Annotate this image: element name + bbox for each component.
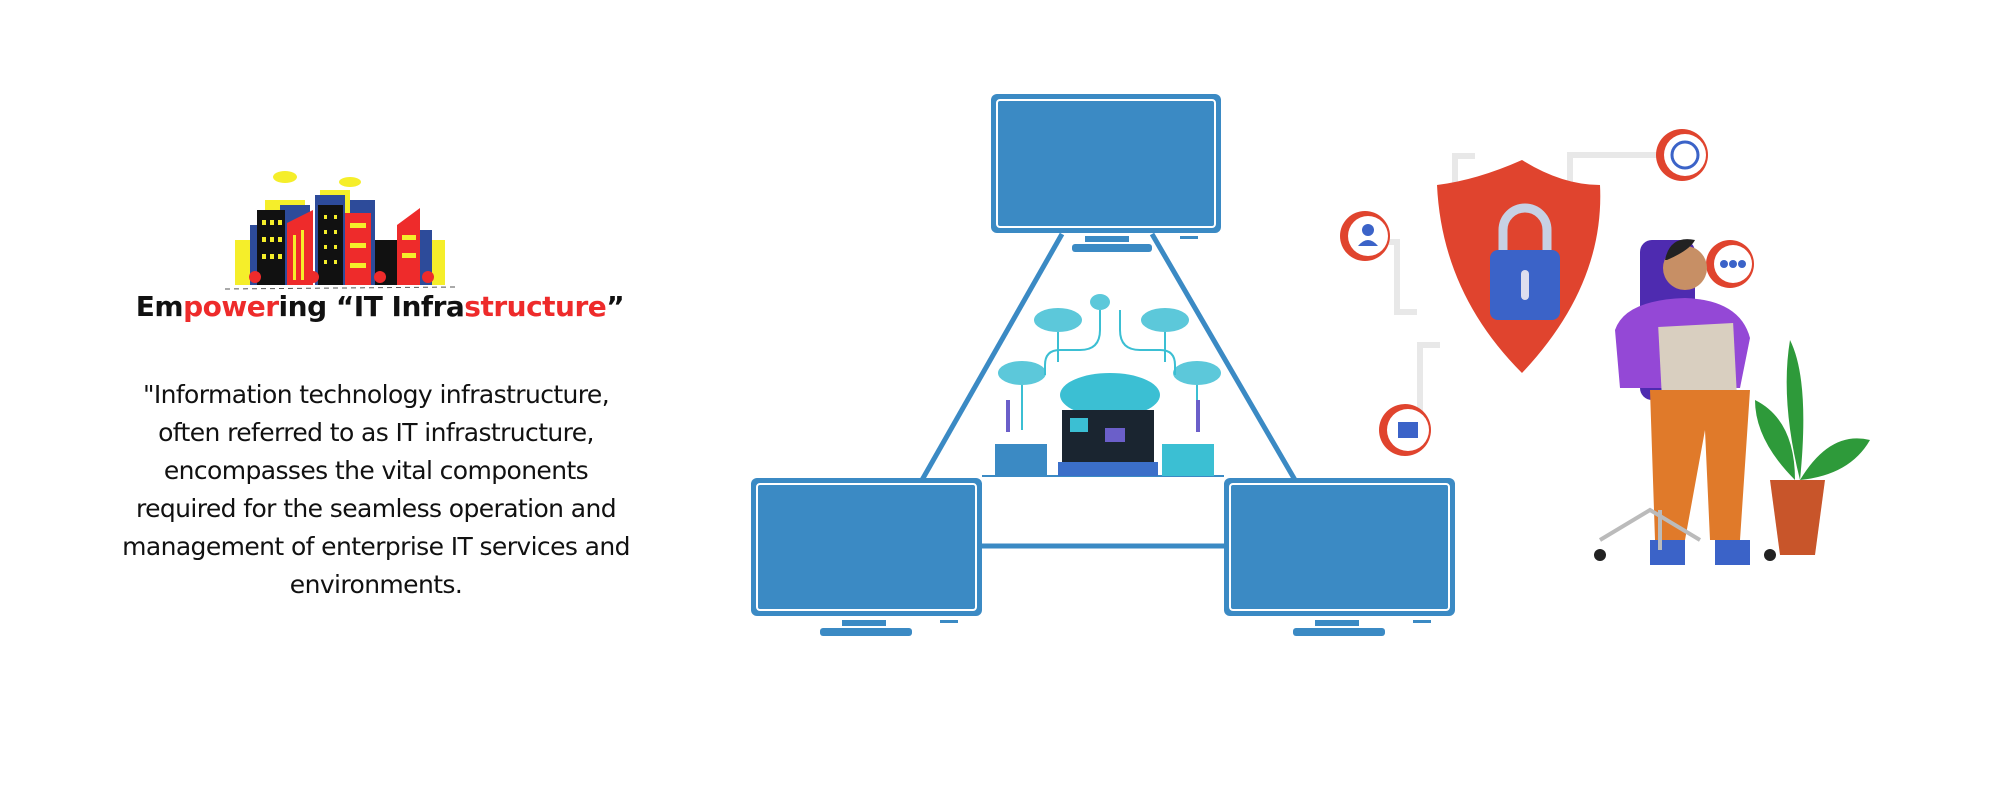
monitor-icon-top: [991, 94, 1221, 252]
city-skyline-illustration: [225, 171, 456, 290]
page-title: Empowering “IT Infrastructure”: [60, 290, 700, 323]
paragraph-line: management of enterprise IT services and: [122, 532, 630, 561]
title-part: ing “IT Infra: [278, 290, 465, 323]
paragraph-line: required for the seamless operation and: [135, 494, 617, 523]
monitor-icon-bottom-left: [751, 478, 982, 636]
paragraph-line: environments.: [289, 570, 463, 599]
title-part-highlight: structure: [464, 290, 607, 323]
paragraph-line: encompasses the vital components: [163, 456, 589, 485]
security-person-illustration: [1340, 129, 1870, 565]
plant-pot-icon: [1770, 480, 1825, 555]
cloud-network-illustration: [995, 294, 1221, 476]
monitor-icon-bottom-right: [1224, 478, 1455, 636]
title-part: ”: [606, 290, 625, 323]
paragraph-line: "Information technology infrastructure,: [142, 380, 610, 409]
title-part-highlight: power: [183, 290, 279, 323]
paragraph-line: often referred to as IT infrastructure,: [158, 418, 594, 447]
description-paragraph: "Information technology infrastructure, …: [76, 376, 676, 604]
globe-icon: [1664, 134, 1706, 176]
title-part: Em: [135, 290, 184, 323]
